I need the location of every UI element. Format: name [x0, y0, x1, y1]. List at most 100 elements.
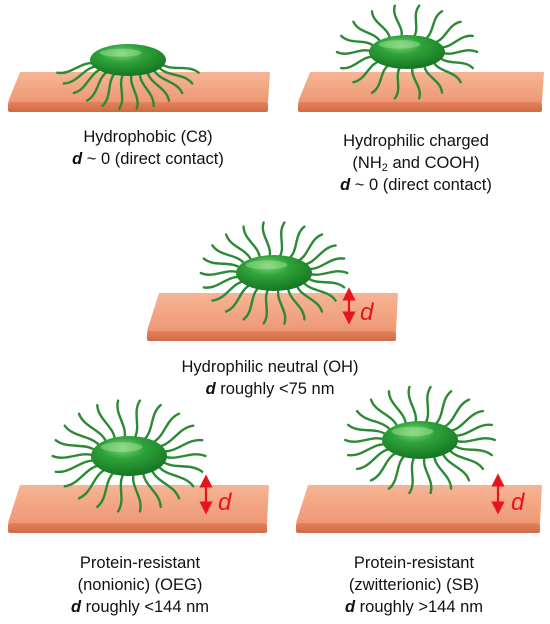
- flagellum: [150, 467, 181, 500]
- substrate-front: [8, 523, 267, 533]
- substrate-top: [298, 72, 544, 102]
- flagellum: [352, 20, 383, 45]
- flagellum: [452, 437, 496, 443]
- bacterium-highlight: [245, 260, 288, 270]
- flagellum: [301, 279, 337, 302]
- flagellum: [447, 447, 485, 471]
- subscript: 2: [381, 162, 388, 174]
- d-symbol: d: [340, 176, 351, 194]
- bacterium: [382, 421, 458, 459]
- caption-title: Protein-resistant: [79, 554, 201, 572]
- caption-distance: d roughly >144 nm: [294, 596, 534, 618]
- flagellum: [51, 453, 97, 459]
- flagellum: [286, 225, 306, 261]
- flagellum: [77, 412, 108, 445]
- flagellum: [392, 4, 403, 40]
- caption-hydrophobic: Hydrophobic (C8) d ~ 0 (direct contact): [28, 126, 268, 170]
- bacterium-highlight: [378, 40, 421, 49]
- substrate-top: [147, 293, 398, 331]
- subtitle-part: (NH: [352, 154, 382, 172]
- flagellum: [387, 453, 408, 490]
- caption-title: Hydrophilic charged: [343, 132, 489, 150]
- flagellum: [156, 464, 195, 488]
- bacterium: [90, 44, 166, 76]
- distance-label: d: [360, 299, 374, 326]
- flagellum: [441, 450, 471, 482]
- bacterium-highlight: [100, 442, 143, 452]
- flagellum: [407, 385, 418, 426]
- flagellum: [305, 276, 346, 289]
- substrate-front: [147, 331, 396, 341]
- caption-title: Hydrophilic neutral (OH): [181, 358, 359, 376]
- caption-subtitle: (nonionic) (OEG): [77, 576, 203, 594]
- flagellum: [129, 71, 139, 110]
- flagellum: [242, 225, 262, 261]
- flagellum: [276, 286, 287, 325]
- flagellum: [141, 470, 162, 509]
- flagellum: [152, 67, 184, 95]
- caption-title: Protein-resistant: [353, 554, 475, 572]
- substrate-front: [298, 102, 542, 112]
- flagellum: [432, 390, 453, 427]
- flagellum: [63, 424, 102, 448]
- caption-oeg: Protein-resistant (nonionic) (OEG) d rou…: [20, 552, 260, 618]
- flagellum: [355, 409, 393, 433]
- distance-text: ~ 0 (direct contact): [82, 150, 224, 168]
- flagellum: [295, 283, 324, 313]
- bacterium-highlight: [391, 426, 434, 437]
- flagellum: [160, 459, 204, 473]
- flagellum: [202, 257, 243, 270]
- flagellum: [131, 471, 142, 513]
- flagellum: [432, 453, 453, 490]
- distance-text: roughly <75 nm: [215, 380, 335, 398]
- flagellum: [211, 244, 247, 267]
- distance-text: roughly <144 nm: [81, 598, 210, 616]
- substrate-top: [296, 485, 542, 523]
- flagellum: [347, 423, 389, 437]
- caption-charged: Hydrophilic charged (NH2 and COOH) d ~ 0…: [296, 130, 536, 196]
- flagellum: [369, 450, 399, 482]
- caption-distance: d ~ 0 (direct contact): [28, 148, 268, 170]
- d-symbol: d: [344, 598, 356, 616]
- bacterium: [91, 436, 167, 476]
- flagellum: [422, 10, 444, 42]
- flagellum: [54, 439, 98, 453]
- distance-text: roughly >144 nm: [355, 598, 484, 616]
- flagellum: [422, 454, 433, 495]
- flagellum: [387, 390, 408, 427]
- flagellum: [286, 285, 306, 321]
- caption-subtitle: (zwitterionic) (SB): [348, 576, 480, 594]
- flagellum: [141, 403, 162, 442]
- flagellum: [439, 49, 479, 55]
- caption-distance: d roughly <144 nm: [20, 596, 260, 618]
- caption-neutral: Hydrophilic neutral (OH) d roughly <75 n…: [140, 356, 400, 400]
- bacterium-highlight: [99, 48, 142, 57]
- flagellum: [340, 34, 377, 49]
- flagellum: [199, 270, 242, 276]
- flagellum: [161, 453, 207, 459]
- bacterium: [236, 255, 312, 291]
- flagellum: [96, 403, 117, 442]
- flagellum: [306, 270, 349, 276]
- distance-label: d: [218, 489, 232, 516]
- flagellum: [411, 4, 421, 40]
- flagellum: [261, 221, 272, 260]
- flagellum: [441, 398, 471, 430]
- flagellum: [423, 385, 432, 426]
- flagellum: [145, 69, 171, 102]
- distance-text: ~ 0 (direct contact): [350, 176, 492, 194]
- flagellum: [437, 55, 474, 70]
- caption-distance: d roughly <75 nm: [140, 378, 400, 400]
- caption-title: Hydrophobic (C8): [83, 128, 213, 146]
- d-symbol: d: [72, 150, 83, 168]
- flagellum: [116, 399, 127, 441]
- distance-label: d: [511, 489, 525, 516]
- subtitle-part: and COOH): [387, 154, 480, 172]
- flagellum: [277, 221, 286, 260]
- flagellum: [451, 443, 493, 457]
- caption-distance: d ~ 0 (direct contact): [296, 174, 536, 196]
- flagellum: [150, 412, 181, 445]
- bacterium: [369, 35, 445, 69]
- caption-subtitle: (NH2 and COOH): [296, 152, 536, 174]
